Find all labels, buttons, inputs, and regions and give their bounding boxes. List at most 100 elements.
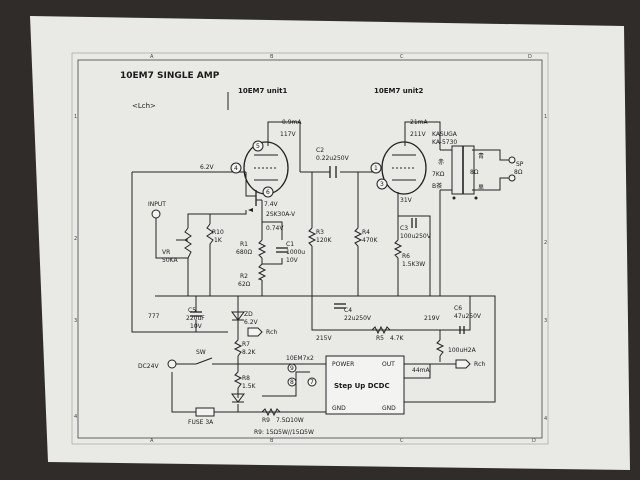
r3-value: 120K xyxy=(316,237,332,244)
capacitors xyxy=(190,166,465,334)
transformer-name: KASUGA xyxy=(432,131,458,138)
c4-value: 22u250V xyxy=(344,315,372,322)
fet-symbol xyxy=(248,190,262,212)
grid-letter-c: C xyxy=(400,54,404,60)
tube-unit2 xyxy=(381,141,427,195)
r8-label: R8 xyxy=(242,375,250,382)
dc-label: DC24V xyxy=(138,363,159,370)
v-31: 31V xyxy=(400,197,413,204)
sw-label: SW xyxy=(196,349,206,356)
grid-number-3: 3 xyxy=(74,318,77,324)
v-211: 211V xyxy=(410,131,426,138)
grid-number-2: 2 xyxy=(74,236,77,242)
unit1-label: 10EM7 unit1 xyxy=(238,87,288,95)
dcdc-module xyxy=(325,355,405,415)
v-0.9ma: 0.9mA xyxy=(282,119,302,126)
c4-label: C4 xyxy=(344,307,352,314)
zd-label: ZD xyxy=(244,311,253,318)
zd-value: 6.2V xyxy=(244,319,259,326)
rch-arrow-2 xyxy=(455,359,471,369)
dc-jack xyxy=(167,359,177,369)
drawing-frame xyxy=(77,59,543,439)
c1-voltage: 10V xyxy=(286,257,299,264)
r1-value: 680Ω xyxy=(236,249,252,256)
grid-letter-d: D xyxy=(528,54,532,60)
grid-letter-d-bottom: D xyxy=(532,438,536,444)
dcdc-power-label: POWER xyxy=(332,361,354,368)
transformer-model: KA-5730 xyxy=(432,139,457,146)
dcdc-out-label: OUT xyxy=(382,361,395,368)
grid-number-4: 4 xyxy=(74,414,77,420)
heater-label: 10EM7x2 xyxy=(286,355,314,362)
r4-value: 470K xyxy=(362,237,378,244)
c2-value: 0.22u250V xyxy=(316,155,350,162)
grid-letter-a-bottom: A xyxy=(150,438,154,444)
r9-note: R9: 15Ω5W//15Ω5W xyxy=(254,429,314,436)
l1-label: 100uH2A xyxy=(448,347,477,354)
rch-arrow-1 xyxy=(247,327,263,337)
grid-letter-c-bottom: C xyxy=(400,438,404,444)
r10-label: R10 xyxy=(212,229,224,236)
grid-number-2-right: 2 xyxy=(544,240,547,246)
v-21ma: 21mA xyxy=(410,119,428,126)
dcdc-title: Step Up DCDC xyxy=(334,382,390,390)
vr-label: VR xyxy=(162,249,170,256)
r4-label: R4 xyxy=(362,229,370,236)
c5-label: C5 xyxy=(188,307,196,314)
channel-label: <Lch> xyxy=(132,102,156,110)
speaker-imp: 8Ω xyxy=(514,169,523,176)
vr-value: 50KA xyxy=(162,257,178,264)
heater-pins xyxy=(287,363,317,387)
r7-label: R7 xyxy=(242,341,250,348)
r6-value: 1.5K3W xyxy=(402,261,425,268)
diagram-title: 10EM7 SINGLE AMP xyxy=(120,71,220,81)
pin-5: 5 xyxy=(256,143,260,150)
v-7.4: 7.4V xyxy=(264,201,279,208)
c5-voltage: 10V xyxy=(190,323,203,330)
pin-7: 7 xyxy=(310,379,314,386)
v-117: 117V xyxy=(280,131,296,138)
r2-label: R2 xyxy=(240,273,248,280)
power-switch xyxy=(195,357,213,365)
c5-value: 220uF xyxy=(186,315,205,322)
fet-label: 2SK30A-V xyxy=(266,211,296,218)
r8-value: 1.5K xyxy=(242,383,257,390)
r9-label: R9 xyxy=(262,417,270,424)
transformer-black: 黒 xyxy=(478,185,484,192)
c6-value: 47u250V xyxy=(454,313,482,320)
drawing-outer-frame xyxy=(71,52,549,445)
rch-label-1: Rch xyxy=(266,329,277,336)
pins xyxy=(230,140,388,198)
r9-value: 7.5Ω10W xyxy=(276,417,304,424)
c2-label: C2 xyxy=(316,147,324,154)
dcdc-gnd-right: GND xyxy=(382,405,396,412)
resistors xyxy=(184,223,445,417)
transformer-secondary-imp: 8Ω xyxy=(470,169,479,176)
r1-label: R1 xyxy=(240,241,248,248)
transformer-red: 赤 xyxy=(438,159,444,166)
ground-label: 777 xyxy=(148,313,160,320)
r3-label: R3 xyxy=(316,229,324,236)
grid-letter-a: A xyxy=(150,54,154,60)
r6-label: R6 xyxy=(402,253,410,260)
transformer-bc: B茶 xyxy=(432,182,442,190)
pin-3: 3 xyxy=(380,181,384,188)
r7-value: 8.2K xyxy=(242,349,257,356)
pin-8: 8 xyxy=(290,379,294,386)
c3-label: C3 xyxy=(400,225,408,232)
grid-number-1: 1 xyxy=(74,114,77,120)
grid-letter-b-bottom: B xyxy=(270,438,274,444)
wiring xyxy=(131,92,510,413)
speaker-label: SP xyxy=(516,161,524,168)
sp-terminal-plus xyxy=(508,156,516,164)
grid-number-3-right: 3 xyxy=(544,318,547,324)
c6-label: C6 xyxy=(454,305,462,312)
grid-letter-b: B xyxy=(270,54,274,60)
paper-sheet xyxy=(30,16,630,470)
sp-terminal-minus xyxy=(508,174,516,182)
grid-number-4-right: 4 xyxy=(544,416,547,422)
rch-label-2: Rch xyxy=(474,361,485,368)
zener-diode xyxy=(231,311,245,321)
input-jack xyxy=(151,209,161,219)
